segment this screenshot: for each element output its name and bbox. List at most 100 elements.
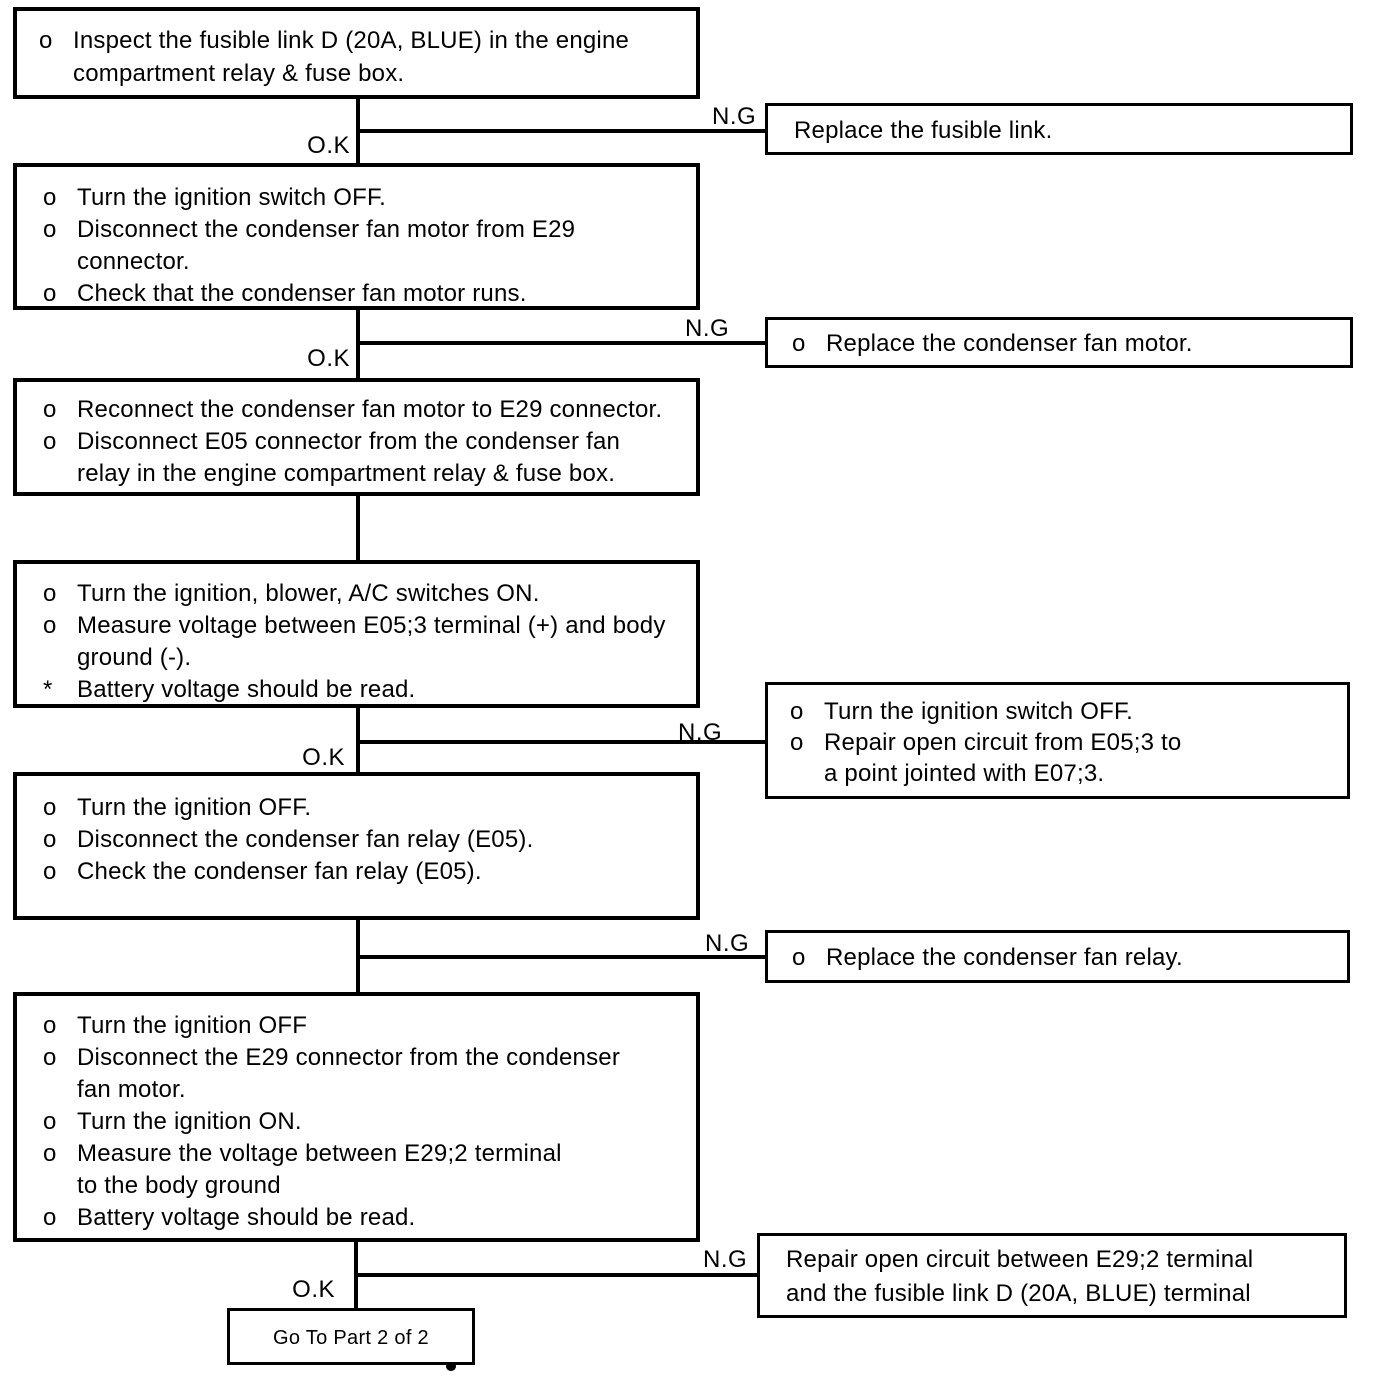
step-line: ground (-). (43, 642, 682, 674)
connector-3 (356, 494, 360, 562)
step-line: o Check the condenser fan relay (E05). (43, 856, 682, 888)
bullet-marker: o (790, 698, 804, 725)
step-line: o Turn the ignition OFF (43, 1010, 682, 1042)
step-line: * Battery voltage should be read. (43, 674, 682, 706)
step-text: Turn the ignition switch OFF. (824, 698, 1134, 725)
step-line: o Inspect the fusible link D (20A, BLUE)… (39, 24, 682, 57)
action-repair-open-circuit-e05-3: o Turn the ignition switch OFF. o Repair… (765, 682, 1350, 799)
step-text: a point jointed with E07;3. (824, 760, 1105, 787)
bullet-marker: o (43, 184, 57, 211)
step-text: Check that the condenser fan motor runs. (77, 280, 527, 307)
step-text: to the body ground (77, 1172, 281, 1199)
ng-label-3: N.G (678, 719, 723, 746)
step-line: o Check that the condenser fan motor run… (43, 278, 682, 310)
bullet-marker: o (792, 330, 806, 357)
action-repair-open-circuit-e29-2: Repair open circuit between E29;2 termin… (757, 1233, 1347, 1318)
ok-label-3: O.K (302, 744, 345, 771)
step-line: connector. (43, 246, 682, 278)
bullet-marker: o (43, 396, 57, 423)
step-line: Replace the fusible link. (794, 115, 1340, 147)
step-text: Repair open circuit from E05;3 to (824, 729, 1182, 756)
step-text: and the fusible link D (20A, BLUE) termi… (786, 1280, 1251, 1307)
step-line: o Disconnect E05 connector from the cond… (43, 426, 682, 458)
ng-label-1: N.G (712, 103, 757, 130)
step-line: o Disconnect the condenser fan motor fro… (43, 214, 682, 246)
bullet-marker: o (43, 1012, 57, 1039)
step-text: Reconnect the condenser fan motor to E29… (77, 396, 663, 423)
bullet-marker: o (43, 216, 57, 243)
action-replace-fusible-link: Replace the fusible link. (765, 103, 1353, 155)
step-text: compartment relay & fuse box. (73, 60, 405, 87)
step-line: compartment relay & fuse box. (39, 57, 682, 90)
step-line: o Replace the condenser fan relay. (792, 942, 1337, 974)
step-text: Measure the voltage between E29;2 termin… (77, 1140, 562, 1167)
bullet-marker: o (43, 1204, 57, 1231)
ok-label-4: O.K (292, 1276, 335, 1303)
bullet-marker: o (792, 944, 806, 971)
step-text: relay in the engine compartment relay & … (77, 460, 616, 487)
step-line: to the body ground (43, 1170, 682, 1202)
step-text: Disconnect the condenser fan motor from … (77, 216, 576, 243)
step-line: a point jointed with E07;3. (790, 758, 1337, 789)
step-text: Disconnect the E29 connector from the co… (77, 1044, 621, 1071)
step-text: Repair open circuit between E29;2 termin… (786, 1246, 1254, 1273)
ok-label-1: O.K (307, 132, 350, 159)
ng-label-5: N.G (703, 1246, 748, 1273)
step-line: o Disconnect the E29 connector from the … (43, 1042, 682, 1074)
step-text: connector. (77, 248, 190, 275)
step-line: o Repair open circuit from E05;3 to (790, 727, 1337, 758)
ng-branch-5 (356, 1273, 757, 1277)
step-line: Repair open circuit between E29;2 termin… (786, 1243, 1334, 1277)
step-text: Replace the fusible link. (794, 117, 1053, 144)
step-text: ground (-). (77, 644, 192, 671)
step-line: o Measure voltage between E05;3 terminal… (43, 610, 682, 642)
step-line: o Measure the voltage between E29;2 term… (43, 1138, 682, 1170)
step-measure-voltage-e29-2: o Turn the ignition OFF o Disconnect the… (13, 992, 700, 1242)
bullet-marker: o (43, 612, 57, 639)
step-text: Disconnect E05 connector from the conden… (77, 428, 621, 455)
step-line: o Turn the ignition OFF. (43, 792, 682, 824)
bullet-marker: o (43, 580, 57, 607)
step-reconnect-motor-disconnect-e05: o Reconnect the condenser fan motor to E… (13, 378, 700, 496)
step-line: o Turn the ignition switch OFF. (43, 182, 682, 214)
bullet-marker: o (43, 1044, 57, 1071)
action-replace-condenser-fan-relay: o Replace the condenser fan relay. (765, 930, 1350, 983)
step-text: Battery voltage should be read. (77, 1204, 416, 1231)
ok-label-2: O.K (307, 345, 350, 372)
step-line: o Reconnect the condenser fan motor to E… (43, 394, 682, 426)
step-text: Battery voltage should be read. (77, 676, 416, 703)
step-line: o Turn the ignition ON. (43, 1106, 682, 1138)
step-text: Inspect the fusible link D (20A, BLUE) i… (73, 27, 630, 54)
step-measure-voltage-e05-3: o Turn the ignition, blower, A/C switche… (13, 560, 700, 708)
step-text: Measure voltage between E05;3 terminal (… (77, 612, 666, 639)
step-check-condenser-fan-relay: o Turn the ignition OFF. o Disconnect th… (13, 772, 700, 920)
ng-label-4: N.G (705, 930, 750, 957)
bullet-marker: o (43, 826, 57, 853)
bullet-marker: o (790, 729, 804, 756)
step-text: Turn the ignition switch OFF. (77, 184, 387, 211)
scan-artifact-dot (446, 1362, 456, 1371)
step-line: o Battery voltage should be read. (43, 1202, 682, 1234)
ng-branch-4 (358, 955, 767, 959)
bullet-marker: o (39, 27, 53, 54)
step-check-fan-motor-runs: o Turn the ignition switch OFF. o Discon… (13, 163, 700, 310)
bullet-marker: o (43, 1108, 57, 1135)
step-text: Turn the ignition, blower, A/C switches … (77, 580, 540, 607)
step-text: fan motor. (77, 1076, 186, 1103)
step-line: o Turn the ignition, blower, A/C switche… (43, 578, 682, 610)
step-text: Turn the ignition OFF. (77, 794, 312, 821)
step-text: Turn the ignition OFF (77, 1012, 308, 1039)
bullet-marker: * (43, 676, 53, 703)
step-line: o Disconnect the condenser fan relay (E0… (43, 824, 682, 856)
step-line: o Replace the condenser fan motor. (792, 328, 1340, 360)
step-text: Replace the condenser fan relay. (826, 944, 1183, 971)
bullet-marker: o (43, 280, 57, 307)
ng-label-2: N.G (685, 315, 730, 342)
step-line: fan motor. (43, 1074, 682, 1106)
step-inspect-fusible-link: o Inspect the fusible link D (20A, BLUE)… (13, 7, 700, 99)
step-text: Turn the ignition ON. (77, 1108, 302, 1135)
step-line: relay in the engine compartment relay & … (43, 458, 682, 490)
bullet-marker: o (43, 1140, 57, 1167)
step-text: Replace the condenser fan motor. (826, 330, 1193, 357)
